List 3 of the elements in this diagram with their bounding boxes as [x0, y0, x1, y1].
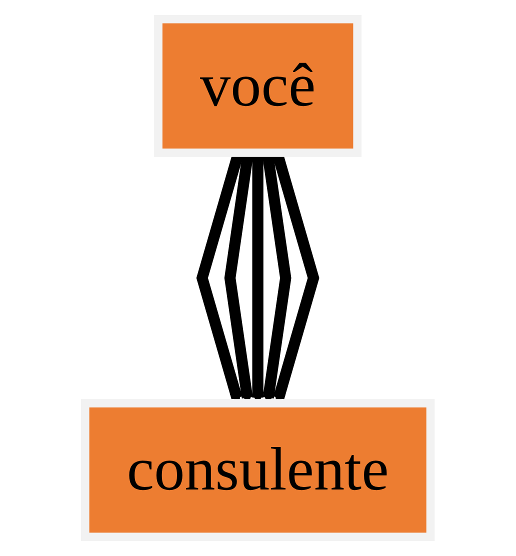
node-box [154, 14, 362, 157]
flowchart: você consulente [74, 8, 442, 548]
node-box [81, 399, 435, 542]
